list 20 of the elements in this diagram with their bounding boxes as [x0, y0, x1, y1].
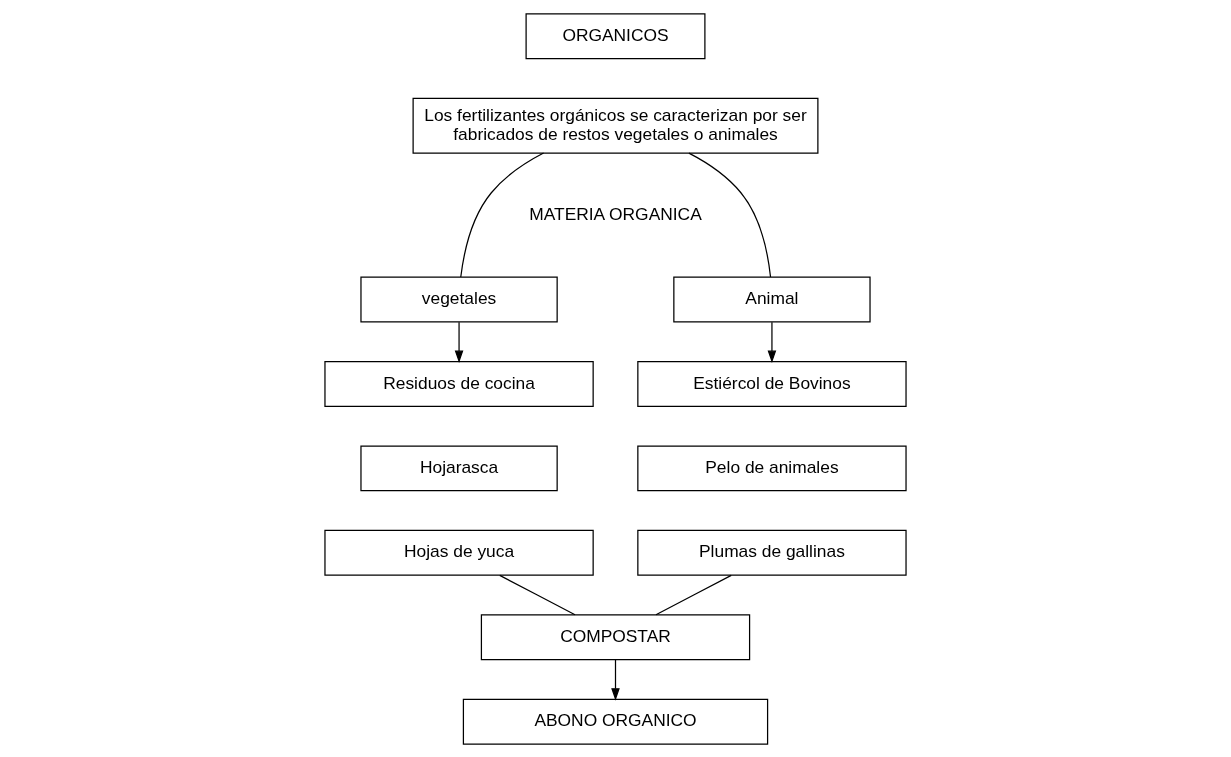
node-box: Hojas de yuca	[324, 529, 594, 576]
connector	[499, 574, 576, 615]
connector	[655, 574, 732, 615]
node-box: Residuos de cocina	[324, 360, 594, 407]
node-box: Plumas de gallinas	[637, 529, 907, 576]
arrow	[611, 658, 620, 701]
node-box: Animal	[673, 276, 871, 322]
label: MATERIA ORGANICA	[529, 203, 702, 224]
arrow	[454, 321, 464, 363]
arrow	[767, 321, 777, 363]
connector	[688, 152, 772, 278]
node-box: vegetales	[360, 276, 558, 322]
connector	[460, 151, 545, 278]
node-box: ORGANICOS	[525, 12, 706, 59]
node-box: Estiércol de Bovinos	[637, 360, 907, 407]
node-box: ABONO ORGANICO	[462, 698, 769, 745]
node-box: Pelo de animales	[637, 444, 907, 491]
node-box: Los fertilizantes orgánicos se caracterizan por ser fabricados de restos vegetales o animales	[412, 97, 819, 154]
node-box: Hojarasca	[360, 444, 558, 491]
node-box: COMPOSTAR	[480, 613, 751, 660]
